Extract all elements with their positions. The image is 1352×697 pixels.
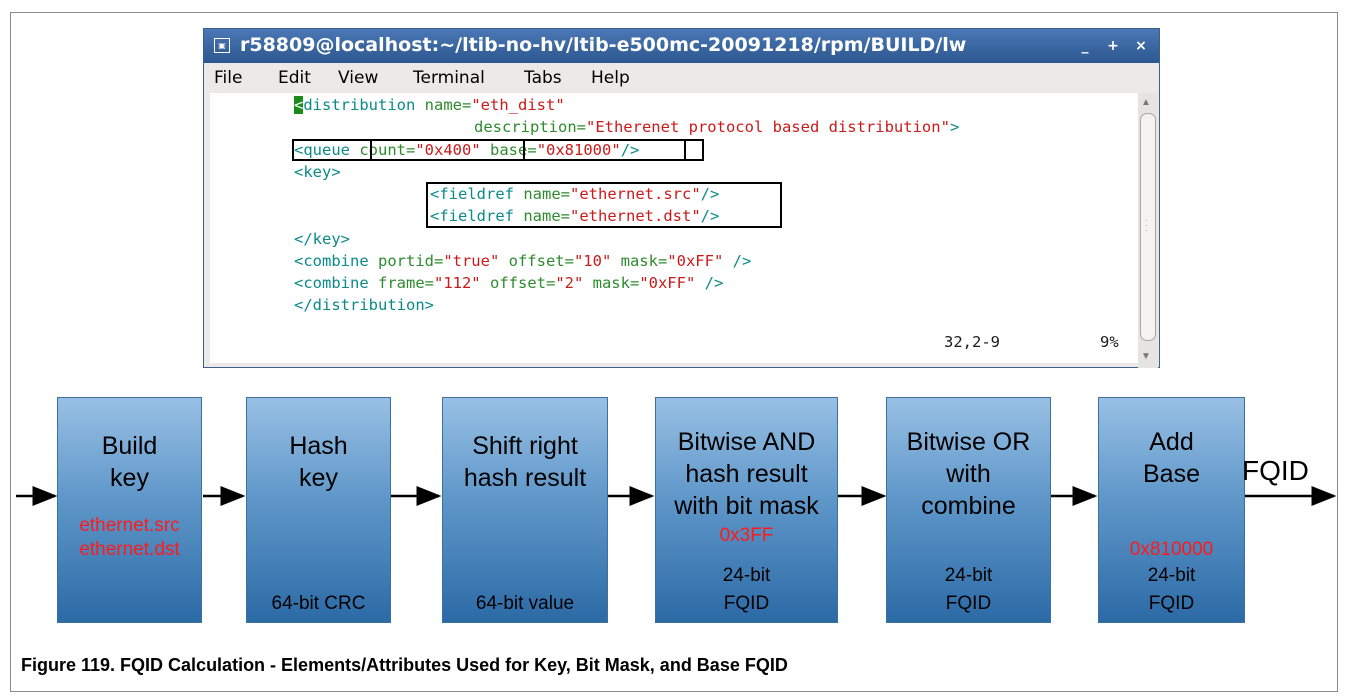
step-title-line: with bit mask (674, 492, 819, 520)
menu-edit[interactable]: Edit (278, 68, 311, 88)
maximize-button[interactable]: + (1107, 38, 1119, 54)
step-shift-right: Shift right hash result 64-bit value (442, 397, 608, 623)
close-button[interactable]: × (1135, 38, 1147, 54)
step-output-label: 64-bit CRC (271, 593, 366, 614)
menu-help[interactable]: Help (591, 68, 630, 88)
menu-terminal[interactable]: Terminal (413, 68, 485, 88)
editor-area[interactable]: <distribution name="eth_dist" descriptio… (210, 93, 1138, 363)
step-output-label: 24-bit (1147, 565, 1196, 586)
step-title-line: key (110, 464, 149, 492)
step-build-key: Build key ethernet.src ethernet.dst (57, 397, 202, 623)
code-line-2: description="Etherenet protocol based di… (474, 118, 960, 136)
code-line-8: <combine portid="true" offset="10" mask=… (294, 252, 752, 270)
step-title-line: combine (921, 492, 1016, 520)
vertical-scrollbar[interactable]: ▲ ∙∙∙ ▼ (1138, 93, 1158, 368)
scroll-thumb[interactable] (1140, 113, 1156, 341)
step-title-line: hash result (685, 460, 808, 488)
highlight-close (684, 139, 704, 161)
step-output-label: 24-bit (722, 565, 771, 586)
minimize-button[interactable]: _ (1081, 38, 1089, 54)
terminal-menubar: File Edit View Terminal Tabs Help (204, 63, 1159, 93)
step-bitwise-and: Bitwise AND hash result with bit mask 0x… (655, 397, 838, 623)
terminal-titlebar[interactable]: ▣ r58809@localhost:~/ltib-no-hv/ltib-e50… (204, 29, 1159, 63)
terminal-icon: ▣ (214, 38, 230, 53)
menu-tabs[interactable]: Tabs (524, 68, 562, 88)
code-line-5: <fieldref name="ethernet.src"/> (430, 185, 720, 203)
code-line-7: </key> (294, 230, 350, 248)
bit-mask-value: 0x3FF (719, 525, 774, 546)
key-field-dst: ethernet.dst (79, 539, 180, 560)
terminal-window: ▣ r58809@localhost:~/ltib-no-hv/ltib-e50… (203, 28, 1160, 368)
key-field-src: ethernet.src (79, 515, 180, 536)
menu-file[interactable]: File (214, 68, 243, 88)
code-line-1: <distribution name="eth_dist" (294, 96, 565, 114)
terminal-title: r58809@localhost:~/ltib-no-hv/ltib-e500m… (240, 34, 967, 56)
output-fqid-label: FQID (1242, 455, 1309, 486)
scroll-down-icon[interactable]: ▼ (1141, 351, 1151, 362)
menu-view[interactable]: View (338, 68, 379, 88)
step-title-line: Shift right (472, 432, 578, 460)
step-title-line: Hash (289, 432, 348, 460)
figure-caption: Figure 119. FQID Calculation - Elements/… (21, 655, 788, 675)
code-line-4: <key> (294, 163, 341, 181)
text-cursor: < (294, 96, 304, 114)
code-line-9: <combine frame="112" offset="2" mask="0x… (294, 274, 724, 292)
step-title-line: Add (1149, 428, 1194, 456)
step-title-line: with (946, 460, 991, 488)
highlight-fieldrefs (426, 182, 782, 228)
base-fqid-value: 0x810000 (1129, 539, 1214, 560)
grip-icon: ∙∙∙ (1145, 215, 1148, 235)
step-output-label: FQID (945, 593, 992, 614)
step-output-label: 24-bit (944, 565, 993, 586)
step-title-line: Base (1143, 460, 1200, 488)
step-title-line: Bitwise OR (906, 428, 1031, 456)
step-title-line: Bitwise AND (677, 428, 816, 456)
code-line-6: <fieldref name="ethernet.dst"/> (430, 207, 720, 225)
step-output-label: FQID (1148, 593, 1195, 614)
step-bitwise-or: Bitwise OR with combine 24-bit FQID (886, 397, 1051, 623)
step-output-label: FQID (723, 593, 770, 614)
code-line-10: </distribution> (294, 296, 434, 314)
step-title-line: key (299, 464, 338, 492)
figure-frame (10, 12, 1338, 692)
step-output-label: 64-bit value (475, 593, 575, 614)
step-title-line: Build (101, 432, 158, 460)
step-title-line: hash result (463, 464, 587, 492)
step-hash-key: Hash key 64-bit CRC (246, 397, 391, 623)
scroll-percent: 9% (1100, 333, 1119, 351)
step-add-base: Add Base 0x810000 24-bit FQID (1098, 397, 1245, 623)
cursor-position: 32,2-9 (944, 333, 1000, 351)
code-line-3: <queue count="0x400" base="0x81000"/> (294, 141, 640, 159)
scroll-up-icon[interactable]: ▲ (1141, 97, 1151, 108)
